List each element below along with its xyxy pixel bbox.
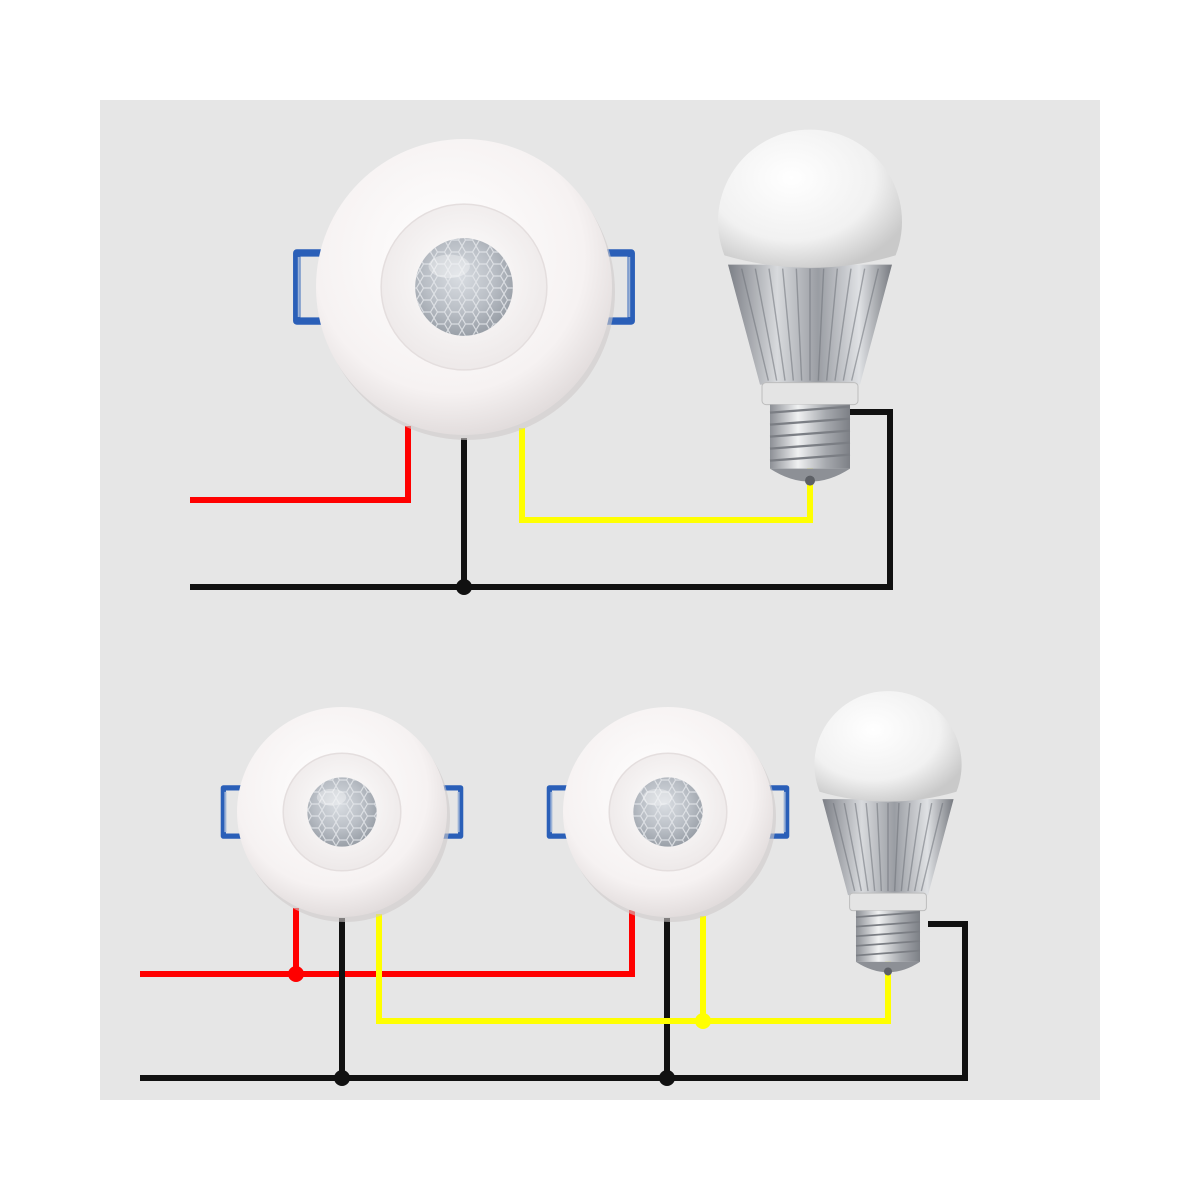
heatsink-fin xyxy=(876,803,883,892)
heatsink-fin xyxy=(740,268,770,381)
screw-thread xyxy=(855,930,921,938)
led-bulb-icon-circuit2 xyxy=(814,691,962,976)
live-wire-1 xyxy=(190,426,411,503)
heatsink-fin xyxy=(768,268,786,381)
switched-wire-2 xyxy=(376,914,891,1024)
screw-thread xyxy=(855,949,921,957)
junction-dot-icon-switched-2 xyxy=(695,1013,711,1029)
screw-thread xyxy=(769,441,851,450)
sensor-lens-texture xyxy=(633,777,703,847)
lens-highlight xyxy=(428,254,470,279)
mounting-clip-icon xyxy=(546,785,578,839)
heatsink-fin xyxy=(834,268,852,381)
mounting-clip-icon xyxy=(293,249,337,325)
heatsink-fin xyxy=(907,802,922,892)
neutral-wire-1 xyxy=(190,409,893,590)
screw-thread xyxy=(769,453,851,462)
devices-layer xyxy=(220,129,962,976)
screw-thread xyxy=(855,911,921,918)
lens-highlight xyxy=(642,788,673,806)
bulb-collar xyxy=(849,892,927,912)
sensor-lens-texture xyxy=(307,777,377,847)
heatsink-fin xyxy=(825,268,839,381)
bulb-tip xyxy=(805,475,815,486)
heatsink-fin xyxy=(832,802,856,892)
heatsink-fin xyxy=(781,268,795,381)
screw-thread xyxy=(769,417,851,426)
sensor-lens-texture xyxy=(415,238,513,336)
heatsink-fin xyxy=(920,802,944,892)
heatsink-fin xyxy=(754,268,778,381)
wires-layer xyxy=(140,409,968,1081)
pir-sensor-icon-circuit1 xyxy=(293,139,635,440)
pir-sensor-icon-circuit2-b xyxy=(546,707,790,922)
junction-dot-icon-neutral-2b xyxy=(659,1070,675,1086)
heatsink-fin xyxy=(900,803,911,892)
bulb-contact xyxy=(770,468,850,482)
bulb-glass xyxy=(718,129,902,268)
heatsink-fin xyxy=(854,802,869,892)
bulb-contact xyxy=(856,961,920,973)
heatsink-fin xyxy=(893,803,900,892)
junction-dot-icon-neutral-1 xyxy=(456,579,472,595)
heatsink-fin xyxy=(842,268,866,381)
neutral-wire-2 xyxy=(140,921,968,1081)
heatsink-fin xyxy=(817,268,825,381)
heatsink-fin xyxy=(795,268,803,381)
heatsink-fin xyxy=(865,803,876,892)
junctions-layer xyxy=(288,579,711,1086)
bulb-glass xyxy=(814,691,962,802)
screw-thread xyxy=(769,405,851,414)
lens-highlight xyxy=(316,788,347,806)
heatsink-fin xyxy=(850,268,880,381)
bulb-tip xyxy=(884,967,892,976)
bulb-collar xyxy=(761,382,859,406)
junction-dot-icon-neutral-2a xyxy=(334,1070,350,1086)
junction-dot-icon-live-2 xyxy=(288,966,304,982)
screw-thread xyxy=(855,940,921,947)
mounting-clip-icon xyxy=(220,785,252,839)
screw-thread xyxy=(855,921,921,928)
heatsink-fin xyxy=(913,802,933,892)
pir-sensor-icon-circuit2-a xyxy=(220,707,464,922)
screw-thread xyxy=(769,429,851,438)
led-bulb-icon-circuit1 xyxy=(718,129,902,486)
heatsink-fin xyxy=(843,802,863,892)
